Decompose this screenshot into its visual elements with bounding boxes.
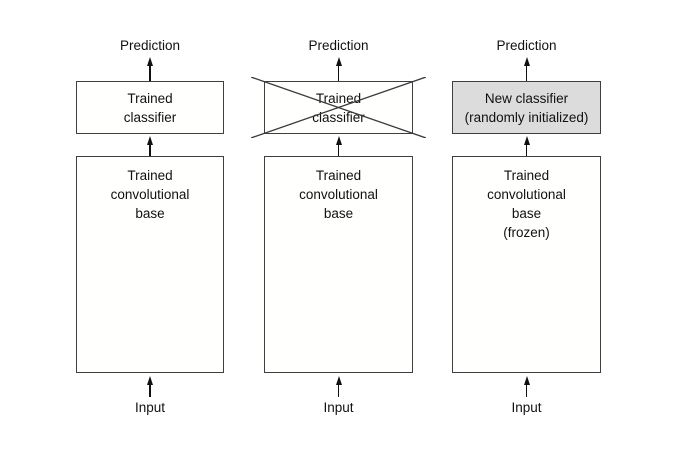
box-line: classifier xyxy=(312,109,365,125)
prediction-label: Prediction xyxy=(496,38,557,53)
up-arrow-icon xyxy=(145,57,155,81)
arrow-head-icon xyxy=(147,376,153,385)
box-line: convolutional xyxy=(299,187,378,202)
up-arrow-icon xyxy=(522,376,532,397)
up-arrow-icon xyxy=(522,57,532,81)
box-line: convolutional xyxy=(487,187,566,202)
up-arrow-icon xyxy=(145,136,155,156)
arrow-head-icon xyxy=(335,136,342,145)
box-line: Trained xyxy=(127,168,173,183)
prediction-label: Prediction xyxy=(308,38,369,53)
box-line: classifier xyxy=(123,109,177,125)
arrow-shaft xyxy=(525,385,528,397)
input-label: Input xyxy=(323,400,354,415)
conv-base-box: Trained convolutional base xyxy=(76,156,224,373)
up-arrow-icon xyxy=(145,376,155,397)
column-left: Prediction Trained classifier Trained co… xyxy=(76,0,224,453)
up-arrow-icon xyxy=(334,136,344,156)
arrow-shaft xyxy=(337,145,340,156)
box-line: New classifier xyxy=(484,90,569,106)
box-line: Trained xyxy=(315,90,362,106)
arrow-head-icon xyxy=(335,376,342,385)
arrow-shaft xyxy=(525,66,528,81)
arrow-shaft xyxy=(337,385,340,397)
input-label: Input xyxy=(511,400,542,415)
up-arrow-icon xyxy=(522,136,532,156)
box-line: base xyxy=(511,206,542,221)
box-line: base xyxy=(323,206,354,221)
input-label: Input xyxy=(134,400,166,415)
new-classifier-box: New classifier (randomly initialized) xyxy=(452,81,601,134)
box-line: (randomly initialized) xyxy=(464,109,589,125)
arrow-head-icon xyxy=(523,136,530,145)
arrow-shaft xyxy=(149,145,151,156)
arrow-head-icon xyxy=(147,57,153,66)
box-line: Trained xyxy=(315,168,362,183)
box-line: Trained xyxy=(503,168,550,183)
arrow-head-icon xyxy=(335,57,342,66)
trained-classifier-box-discarded: Trained classifier xyxy=(264,81,413,134)
arrow-head-icon xyxy=(147,136,153,145)
arrow-shaft xyxy=(149,66,151,81)
box-line: convolutional xyxy=(110,187,190,202)
arrow-head-icon xyxy=(523,57,530,66)
box-line: (frozen) xyxy=(503,225,550,240)
up-arrow-icon xyxy=(334,57,344,81)
arrow-shaft xyxy=(149,385,151,397)
arrow-shaft xyxy=(337,66,340,81)
box-line: base xyxy=(135,206,165,221)
trained-classifier-box: Trained classifier xyxy=(76,81,224,134)
arrow-shaft xyxy=(525,145,528,156)
conv-base-box-frozen: Trained convolutional base (frozen) xyxy=(452,156,601,373)
arrow-head-icon xyxy=(523,376,530,385)
conv-base-box: Trained convolutional base xyxy=(264,156,413,373)
column-middle: Prediction Trained classifier Trained co… xyxy=(251,0,426,453)
up-arrow-icon xyxy=(334,376,344,397)
column-right: Prediction New classifier (randomly init… xyxy=(452,0,601,453)
prediction-label: Prediction xyxy=(119,38,181,53)
box-line: Trained xyxy=(127,90,173,106)
